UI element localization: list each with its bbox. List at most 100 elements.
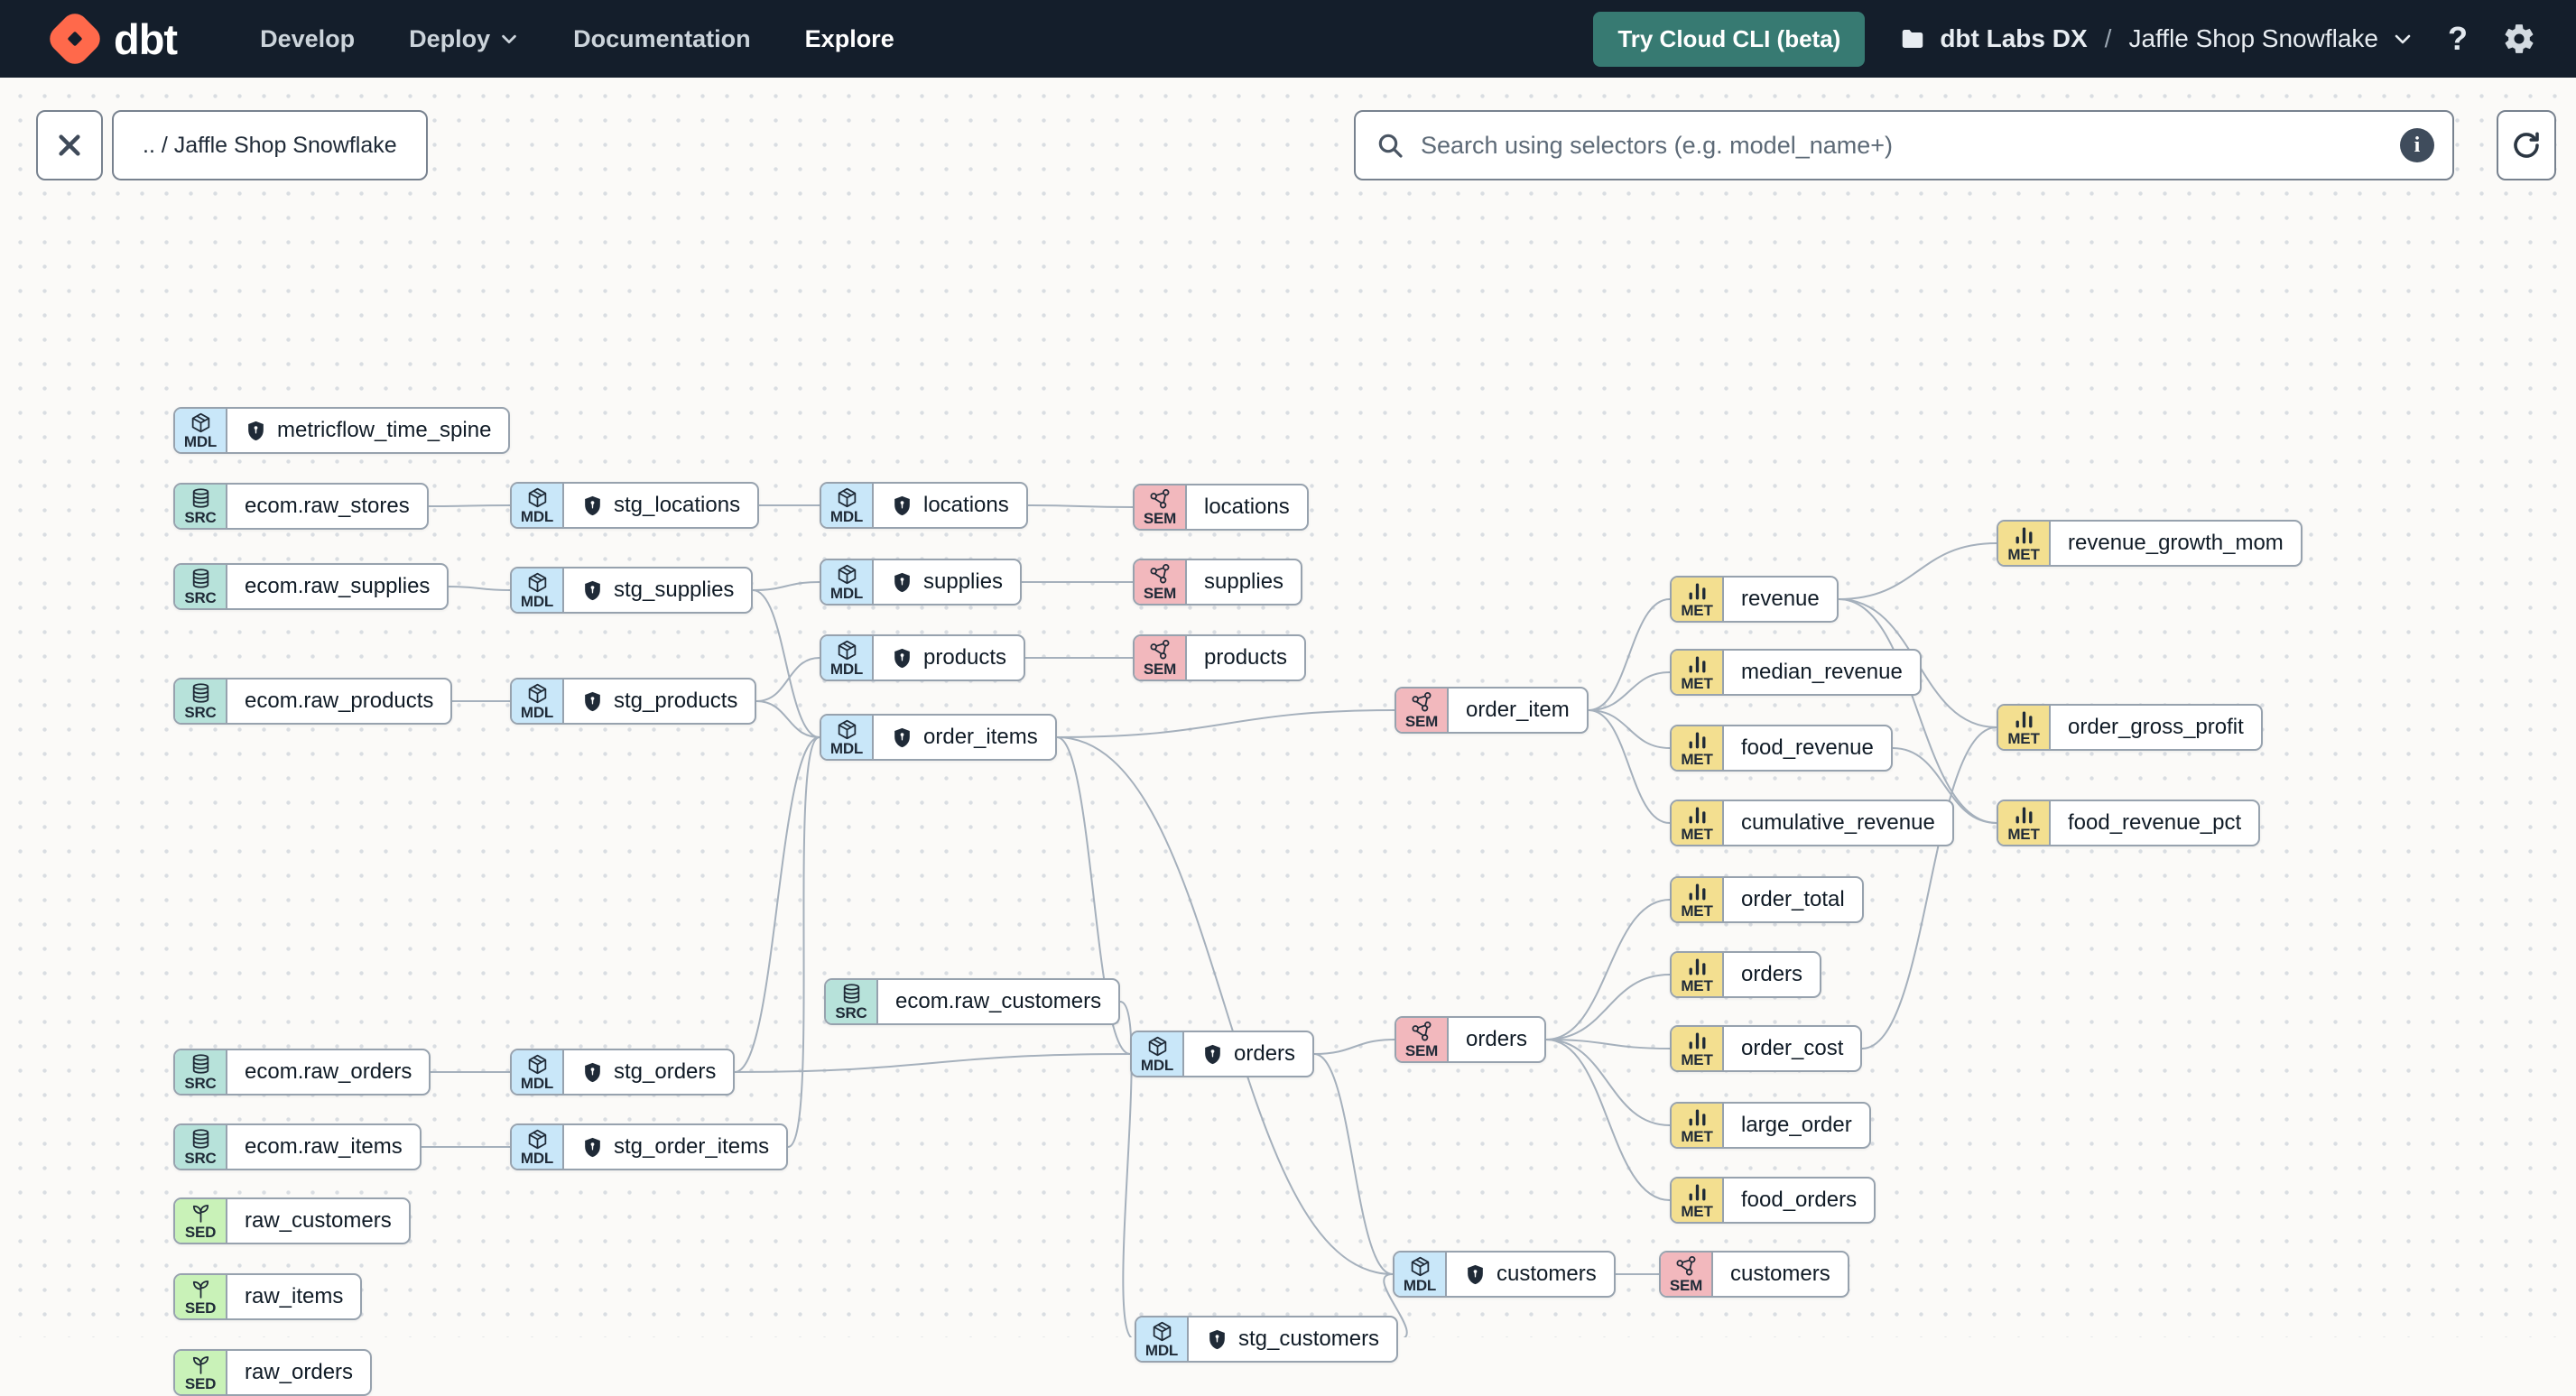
graph-node-met_order_total[interactable]: MET order_total xyxy=(1670,876,1864,923)
node-label: orders xyxy=(1466,1027,1528,1051)
semantic-graph-icon xyxy=(1149,488,1172,511)
node-type-label: SEM xyxy=(1143,660,1177,678)
refresh-lineage-button[interactable] xyxy=(2497,110,2556,180)
database-icon xyxy=(840,983,863,1005)
semantic-graph-icon xyxy=(1149,639,1172,661)
node-type-label: MDL xyxy=(829,584,864,602)
lineage-breadcrumb[interactable]: .. / Jaffle Shop Snowflake xyxy=(112,110,428,180)
node-label: order_gross_profit xyxy=(2068,715,2244,739)
graph-node-met_orders[interactable]: MET orders xyxy=(1670,951,1822,998)
graph-node-met_revenue_growth_mom[interactable]: MET revenue_growth_mom xyxy=(1997,520,2303,567)
node-label: raw_orders xyxy=(245,1360,354,1384)
semantic-graph-icon xyxy=(1411,1021,1433,1043)
node-type-label: MET xyxy=(2007,729,2040,747)
shield-icon xyxy=(1464,1263,1487,1286)
graph-node-sed_raw_customers[interactable]: SED raw_customers xyxy=(173,1197,411,1244)
close-lineage-button[interactable] xyxy=(36,110,103,180)
graph-node-mdl_stg_customers[interactable]: MDL stg_customers xyxy=(1135,1316,1399,1363)
shield-icon xyxy=(581,579,604,602)
node-type-label: MET xyxy=(1681,750,1713,768)
graph-node-met_food_orders[interactable]: MET food_orders xyxy=(1670,1177,1876,1224)
node-type-label: MDL xyxy=(520,592,554,610)
graph-node-met_order_gross_profit[interactable]: MET order_gross_profit xyxy=(1997,704,2263,751)
graph-node-src_raw_items[interactable]: SRC ecom.raw_items xyxy=(173,1123,422,1170)
graph-node-src_raw_orders[interactable]: SRC ecom.raw_orders xyxy=(173,1049,431,1096)
graph-node-sem_order_item[interactable]: SEM order_item xyxy=(1395,687,1589,734)
node-type-label: MDL xyxy=(183,432,218,450)
node-type-badge: MET xyxy=(1672,578,1724,621)
node-type-badge: SEM xyxy=(1396,1018,1449,1061)
graph-node-met_food_revenue[interactable]: MET food_revenue xyxy=(1670,725,1893,772)
database-icon xyxy=(190,568,212,590)
shield-icon xyxy=(581,690,604,713)
node-type-badge: MDL xyxy=(1395,1253,1447,1296)
graph-node-mdl_stg_supplies[interactable]: MDL stg_supplies xyxy=(510,567,754,614)
cube-icon xyxy=(836,718,858,741)
project-name[interactable]: Jaffle Shop Snowflake xyxy=(2128,24,2378,52)
graph-node-mdl_order_items[interactable]: MDL order_items xyxy=(820,714,1057,761)
info-icon[interactable]: i xyxy=(2400,128,2434,162)
node-label: large_order xyxy=(1741,1113,1852,1137)
graph-node-mdl_stg_locations[interactable]: MDL stg_locations xyxy=(510,482,760,529)
graph-node-sed_raw_orders[interactable]: SED raw_orders xyxy=(173,1349,373,1396)
nav-item-documentation[interactable]: Documentation xyxy=(573,24,751,52)
graph-node-mdl_metricflow_time_spine[interactable]: MDL metricflow_time_spine xyxy=(173,407,511,454)
graph-node-met_food_revenue_pct[interactable]: MET food_revenue_pct xyxy=(1997,800,2261,846)
graph-node-src_raw_products[interactable]: SRC ecom.raw_products xyxy=(173,678,453,725)
node-type-label: MET xyxy=(1681,1050,1713,1068)
graph-node-mdl_customers[interactable]: MDL customers xyxy=(1393,1251,1616,1298)
node-label: ecom.raw_items xyxy=(245,1134,403,1159)
settings-button[interactable] xyxy=(2502,22,2536,56)
graph-node-met_revenue[interactable]: MET revenue xyxy=(1670,576,1839,623)
dbt-logo[interactable]: dbt xyxy=(44,8,178,69)
node-type-badge: MDL xyxy=(512,484,564,527)
database-icon xyxy=(190,487,212,510)
graph-node-sem_products[interactable]: SEM products xyxy=(1133,634,1307,681)
cube-icon xyxy=(836,486,858,509)
node-type-badge: MDL xyxy=(512,569,564,612)
graph-node-sem_orders[interactable]: SEM orders xyxy=(1395,1016,1547,1063)
node-label: stg_locations xyxy=(614,493,741,517)
graph-node-sem_locations[interactable]: SEM locations xyxy=(1133,484,1309,531)
chevron-down-icon[interactable] xyxy=(2392,28,2414,50)
graph-node-sem_supplies[interactable]: SEM supplies xyxy=(1133,559,1303,606)
account-name[interactable]: dbt Labs DX xyxy=(1940,24,2088,52)
node-label: food_orders xyxy=(1741,1188,1858,1212)
node-type-label: SEM xyxy=(1404,1041,1439,1059)
graph-node-sem_customers[interactable]: SEM customers xyxy=(1659,1251,1849,1298)
help-icon: ? xyxy=(2448,20,2468,57)
graph-node-met_median_revenue[interactable]: MET median_revenue xyxy=(1670,649,1922,696)
graph-node-mdl_orders[interactable]: MDL orders xyxy=(1130,1031,1315,1077)
try-cloud-cli-button[interactable]: Try Cloud CLI (beta) xyxy=(1593,11,1866,67)
node-label: products xyxy=(1204,645,1288,670)
bar-chart-icon xyxy=(1686,1181,1709,1204)
graph-node-mdl_supplies[interactable]: MDL supplies xyxy=(820,559,1023,606)
node-type-badge: SRC xyxy=(175,565,227,608)
graph-node-src_raw_supplies[interactable]: SRC ecom.raw_supplies xyxy=(173,563,449,610)
nav-item-develop[interactable]: Develop xyxy=(260,24,356,52)
project-breadcrumb[interactable]: dbt Labs DX / Jaffle Shop Snowflake xyxy=(1899,24,2414,53)
nav-item-explore[interactable]: Explore xyxy=(804,24,894,52)
node-label: customers xyxy=(1496,1262,1597,1286)
lineage-canvas[interactable]: .. / Jaffle Shop Snowflake i MDL metricf… xyxy=(0,78,2576,1396)
graph-node-mdl_locations[interactable]: MDL locations xyxy=(820,482,1028,529)
graph-node-src_raw_customers[interactable]: SRC ecom.raw_customers xyxy=(824,978,1121,1025)
node-type-badge: SED xyxy=(175,1275,227,1318)
node-label: stg_order_items xyxy=(614,1134,770,1159)
graph-node-mdl_products[interactable]: MDL products xyxy=(820,634,1026,681)
graph-node-mdl_stg_order_items[interactable]: MDL stg_order_items xyxy=(510,1123,789,1170)
nav-item-deploy[interactable]: Deploy xyxy=(409,25,519,53)
graph-node-src_raw_stores[interactable]: SRC ecom.raw_stores xyxy=(173,483,429,530)
graph-node-sed_raw_items[interactable]: SED raw_items xyxy=(173,1273,363,1320)
help-button[interactable]: ? xyxy=(2448,20,2468,58)
graph-node-mdl_stg_products[interactable]: MDL stg_products xyxy=(510,678,757,725)
graph-node-mdl_stg_orders[interactable]: MDL stg_orders xyxy=(510,1049,736,1096)
graph-node-met_large_order[interactable]: MET large_order xyxy=(1670,1102,1871,1149)
graph-node-met_cumulative_revenue[interactable]: MET cumulative_revenue xyxy=(1670,800,1954,846)
selector-search-input[interactable] xyxy=(1419,130,2386,161)
node-label: customers xyxy=(1730,1262,1830,1286)
node-label: food_revenue_pct xyxy=(2068,810,2242,835)
node-type-label: MET xyxy=(1681,601,1713,619)
graph-node-met_order_cost[interactable]: MET order_cost xyxy=(1670,1025,1863,1072)
node-type-badge: SEM xyxy=(1135,560,1187,604)
